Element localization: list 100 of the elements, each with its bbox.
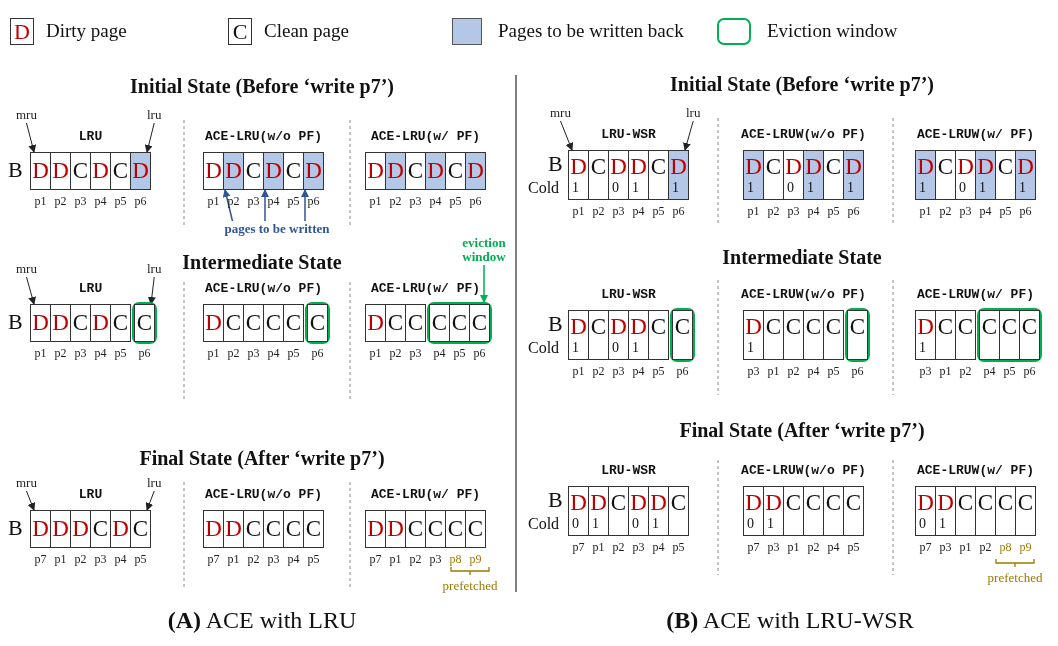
page-state-letter: C: [849, 314, 866, 340]
annotation-text: eviction window: [457, 236, 511, 264]
page-label: p2: [54, 346, 67, 360]
page-label: p4: [807, 204, 820, 218]
page-label: p5: [114, 194, 127, 208]
buffer-cell: [50, 304, 71, 342]
pointer-arrow: [683, 120, 694, 151]
pointer-label: mru: [16, 108, 37, 122]
row-label: Cold: [528, 178, 560, 198]
page-label: p4: [807, 364, 820, 378]
cold-bit: 1: [919, 180, 926, 196]
buffer-cell: [568, 486, 589, 536]
buffer-cell: [405, 304, 426, 342]
page-label: p5: [999, 204, 1012, 218]
buffer-title: ACE-LRU(w/o PF): [205, 486, 322, 504]
page-label: p1: [592, 540, 605, 554]
page-state-letter: D: [92, 158, 109, 184]
page-label: p3: [74, 194, 87, 208]
state-heading: Initial State (Before ‘write p7’): [130, 74, 394, 98]
page-state-letter: C: [937, 154, 954, 180]
buffer-cell: [203, 152, 224, 190]
buffer-cell: [223, 152, 244, 190]
buffer-cell: [915, 310, 936, 360]
buffer-cell: [668, 150, 689, 200]
pointer-label: mru: [550, 106, 571, 120]
page-label: p1: [34, 346, 47, 360]
page-state-letter: C: [997, 490, 1014, 516]
buffer-cell: [90, 304, 111, 342]
cold-bit: 1: [939, 516, 946, 532]
buffer-cell: [608, 310, 629, 360]
page-state-letter: C: [305, 516, 322, 542]
page-state-letter: C: [765, 154, 782, 180]
page-label: p8: [999, 540, 1012, 554]
page-state-letter: D: [957, 154, 974, 180]
buffer-cell: [385, 152, 406, 190]
page-state-letter: C: [650, 154, 667, 180]
page-label: p4: [979, 204, 992, 218]
page-state-letter: C: [785, 314, 802, 340]
buffer-cell: [783, 486, 804, 536]
cold-bit: 1: [572, 340, 579, 356]
page-label: p5: [672, 540, 685, 554]
state-heading: Intermediate State: [182, 250, 342, 274]
buffer-cell: [449, 304, 470, 342]
page-state-letter: C: [431, 310, 448, 336]
page-label: p2: [74, 552, 87, 566]
page-state-letter: D: [367, 310, 384, 336]
buffer-cell: [668, 486, 689, 536]
page-label: p7: [919, 540, 932, 554]
page-label: p2: [227, 346, 240, 360]
page-label: p2: [787, 364, 800, 378]
buffer-cell: [283, 304, 304, 342]
page-label: p6: [676, 364, 689, 378]
page-state-letter: D: [917, 490, 934, 516]
page-state-letter: C: [1001, 314, 1018, 340]
page-state-letter: D: [570, 490, 587, 516]
page-state-letter: C: [387, 310, 404, 336]
page-state-letter: C: [1021, 314, 1038, 340]
page-label: p1: [34, 194, 47, 208]
page-label: p3: [747, 364, 760, 378]
pointer-arrow: [26, 490, 36, 511]
page-label: p5: [827, 364, 840, 378]
page-label: p1: [959, 540, 972, 554]
cold-bit: 0: [632, 516, 639, 532]
page-label: p3: [632, 540, 645, 554]
page-state-letter: C: [590, 154, 607, 180]
buffer-cell: [803, 310, 824, 360]
page-state-letter: C: [285, 516, 302, 542]
page-label: p3: [267, 552, 280, 566]
page-state-letter: D: [745, 154, 762, 180]
page-label: p4: [827, 540, 840, 554]
row-label: B: [8, 309, 23, 335]
buffer-cell: [263, 510, 284, 548]
page-state-letter: D: [205, 158, 222, 184]
state-heading: Intermediate State: [722, 245, 882, 269]
page-label: p4: [652, 540, 665, 554]
buffer-cell: [243, 304, 264, 342]
page-label: p5: [449, 194, 462, 208]
buffer-cell: [648, 486, 669, 536]
buffer-title: ACE-LRU(w/o PF): [205, 280, 322, 298]
state-heading: Final State (After ‘write p7’): [679, 418, 925, 442]
page-state-letter: D: [32, 158, 49, 184]
buffer-cell: [823, 150, 844, 200]
page-state-letter: C: [785, 490, 802, 516]
page-label: p4: [94, 346, 107, 360]
page-state-letter: C: [136, 310, 153, 336]
page-label: p6: [1023, 364, 1036, 378]
page-state-letter: D: [112, 516, 129, 542]
buffer-cell: [648, 150, 669, 200]
arrow: [301, 189, 309, 222]
page-label: p1: [54, 552, 67, 566]
buffer-cell: [385, 304, 406, 342]
row-label: B: [548, 151, 563, 177]
buffer-title: ACE-LRUW(w/o PF): [741, 126, 866, 144]
row-label: Cold: [528, 514, 560, 534]
cold-bit: 0: [919, 516, 926, 532]
pointer-label: mru: [16, 476, 37, 490]
page-state-letter: D: [670, 154, 687, 180]
page-label: p3: [787, 204, 800, 218]
page-state-letter: C: [112, 158, 129, 184]
buffer-cell: [223, 304, 244, 342]
